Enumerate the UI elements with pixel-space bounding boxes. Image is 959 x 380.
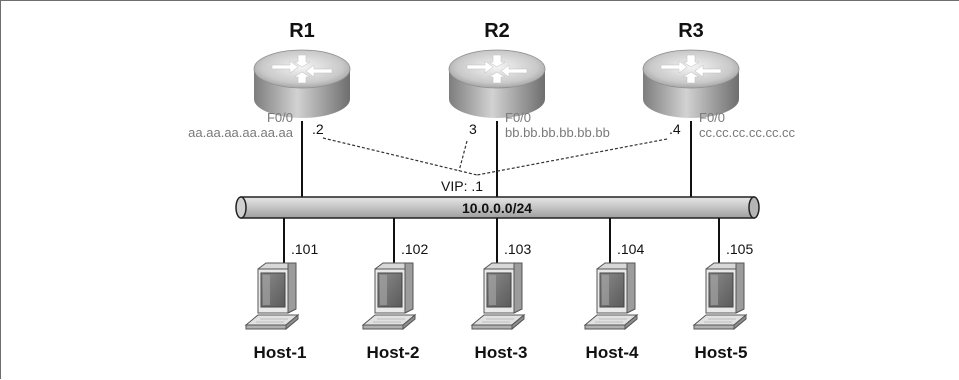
host-address: .101 xyxy=(291,241,318,257)
host-address: .102 xyxy=(401,241,428,257)
host-name: Host-5 xyxy=(695,343,748,362)
computer-icon xyxy=(584,262,638,330)
router-interface: F0/0 xyxy=(699,110,725,125)
host-4: .104 Host-4 xyxy=(584,241,644,362)
host-links xyxy=(283,218,720,263)
router-name: R2 xyxy=(484,20,510,42)
host-name: Host-3 xyxy=(475,343,528,362)
host-5: .105 Host-5 xyxy=(693,241,753,362)
router-interface: F0/0 xyxy=(505,110,531,125)
vip-link-r2 xyxy=(458,140,468,172)
host-address: .105 xyxy=(726,241,753,257)
host-name: Host-1 xyxy=(254,343,307,362)
host-name: Host-4 xyxy=(586,343,639,362)
computer-icon xyxy=(471,262,525,330)
router-address: .2 xyxy=(312,121,324,137)
router-links xyxy=(301,121,692,197)
network-label: 10.0.0.0/24 xyxy=(462,200,532,216)
router-icon xyxy=(448,49,546,119)
router-mac: bb.bb.bb.bb.bb.bb xyxy=(505,125,610,140)
vip-link-r1 xyxy=(322,137,478,176)
host-address: .104 xyxy=(617,241,644,257)
router-r2: R2 F0/0 bb.bb.bb.bb.bb.bb 3 xyxy=(448,20,610,140)
vip-links xyxy=(322,137,668,176)
router-r3: R3 F0/0 cc.cc.cc.cc.cc.cc .4 xyxy=(642,20,796,140)
host-2: .102 Host-2 xyxy=(362,241,428,362)
host-3: .103 Host-3 xyxy=(471,241,531,362)
vip-label: VIP: .1 xyxy=(441,178,483,194)
network-bus: 10.0.0.0/24 xyxy=(235,196,760,219)
router-address: 3 xyxy=(469,121,477,137)
computer-icon xyxy=(693,262,747,330)
computer-icon xyxy=(362,262,416,330)
host-name: Host-2 xyxy=(367,343,420,362)
router-icon xyxy=(253,49,351,119)
router-name: R1 xyxy=(289,20,315,42)
router-name: R3 xyxy=(678,20,704,42)
vip-link-r3 xyxy=(476,138,668,176)
host-address: .103 xyxy=(504,241,531,257)
router-r1: R1 F0/0 aa.aa.aa.aa.aa.aa .2 xyxy=(188,20,351,140)
router-mac: cc.cc.cc.cc.cc.cc xyxy=(699,125,796,140)
computer-icon xyxy=(245,262,299,330)
router-interface: F0/0 xyxy=(267,110,293,125)
router-mac: aa.aa.aa.aa.aa.aa xyxy=(188,125,294,140)
router-address: .4 xyxy=(669,121,681,137)
router-icon xyxy=(642,49,740,119)
host-1: .101 Host-1 xyxy=(245,241,318,362)
